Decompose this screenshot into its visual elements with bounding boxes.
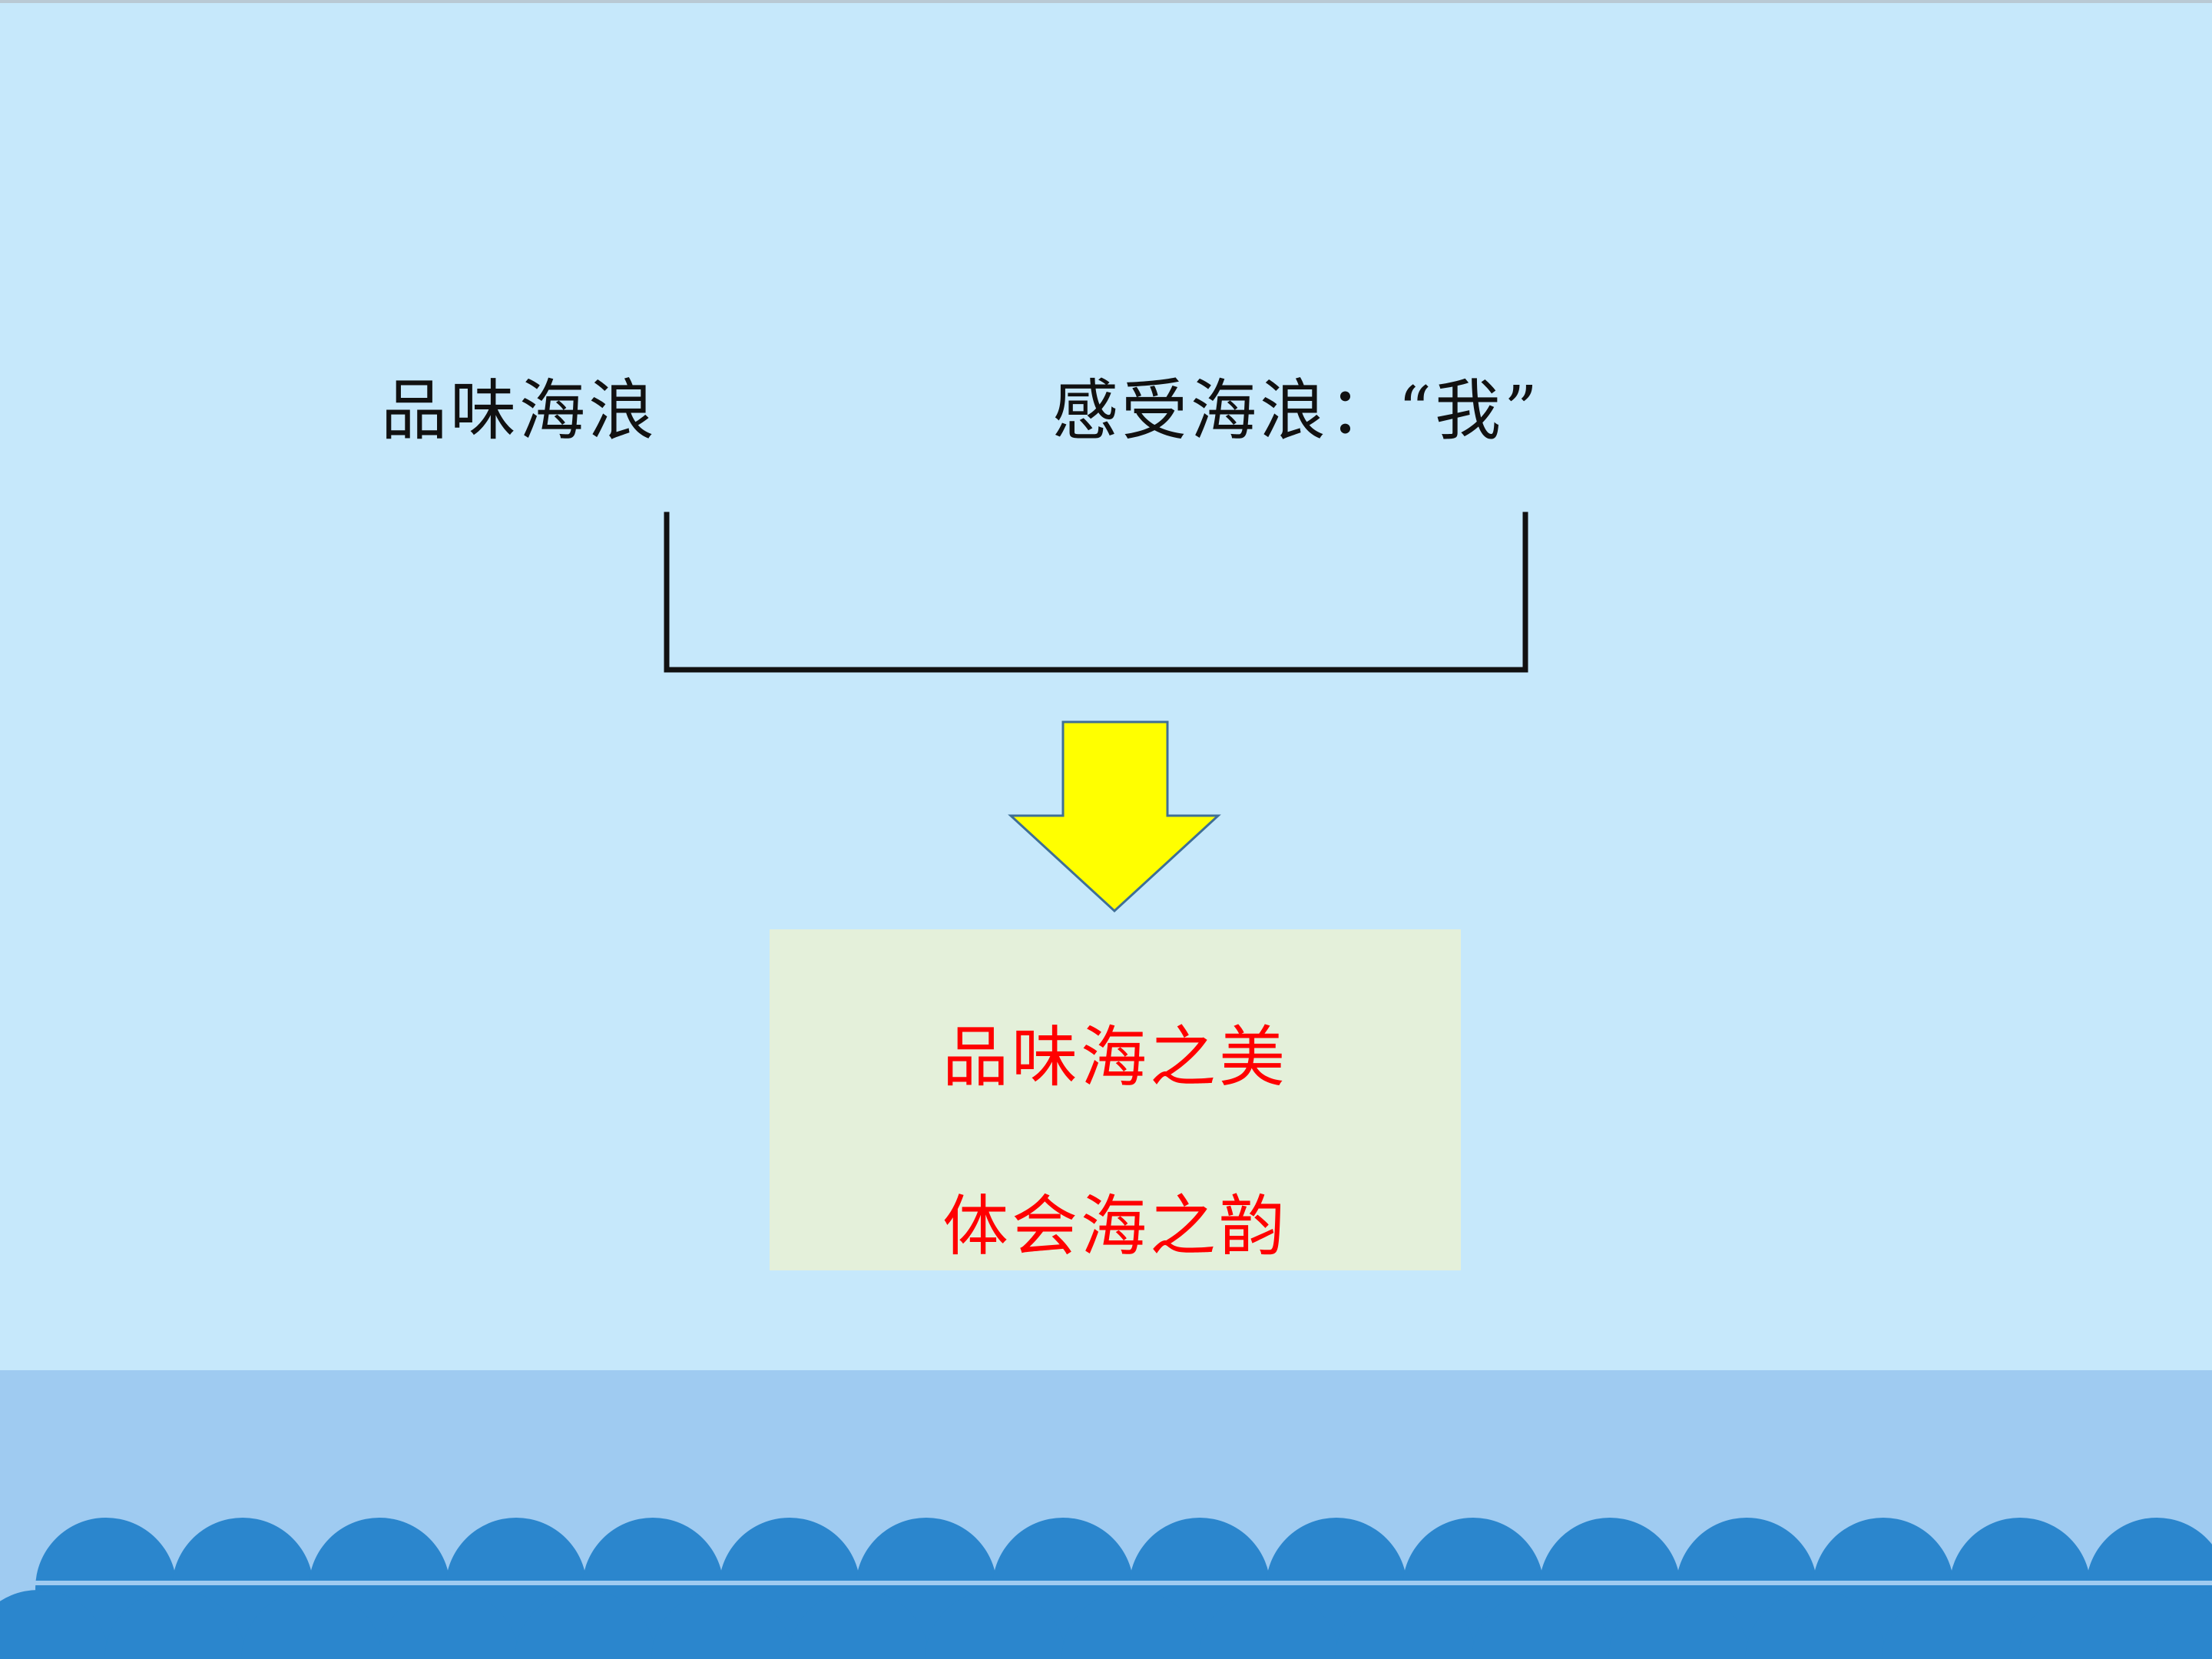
top-border	[0, 0, 2212, 3]
left-topic-label: 品味海浪	[381, 373, 657, 449]
sea-wave-decoration	[0, 1370, 2212, 1659]
summary-box: 品味海之美 体会海之韵	[770, 929, 1461, 1270]
summary-line: 体会海之韵	[942, 1188, 1288, 1265]
wave-row-front	[0, 1590, 2212, 1659]
bracket-line	[664, 512, 1528, 673]
right-topic-label: 感受海浪：“我”	[1052, 373, 1541, 449]
connector-bracket	[664, 512, 1528, 673]
summary-line: 品味海之美	[942, 1019, 1288, 1096]
wave-gap	[0, 1581, 2212, 1585]
down-arrow-icon	[1008, 720, 1221, 913]
arrow-shape	[1008, 720, 1221, 913]
